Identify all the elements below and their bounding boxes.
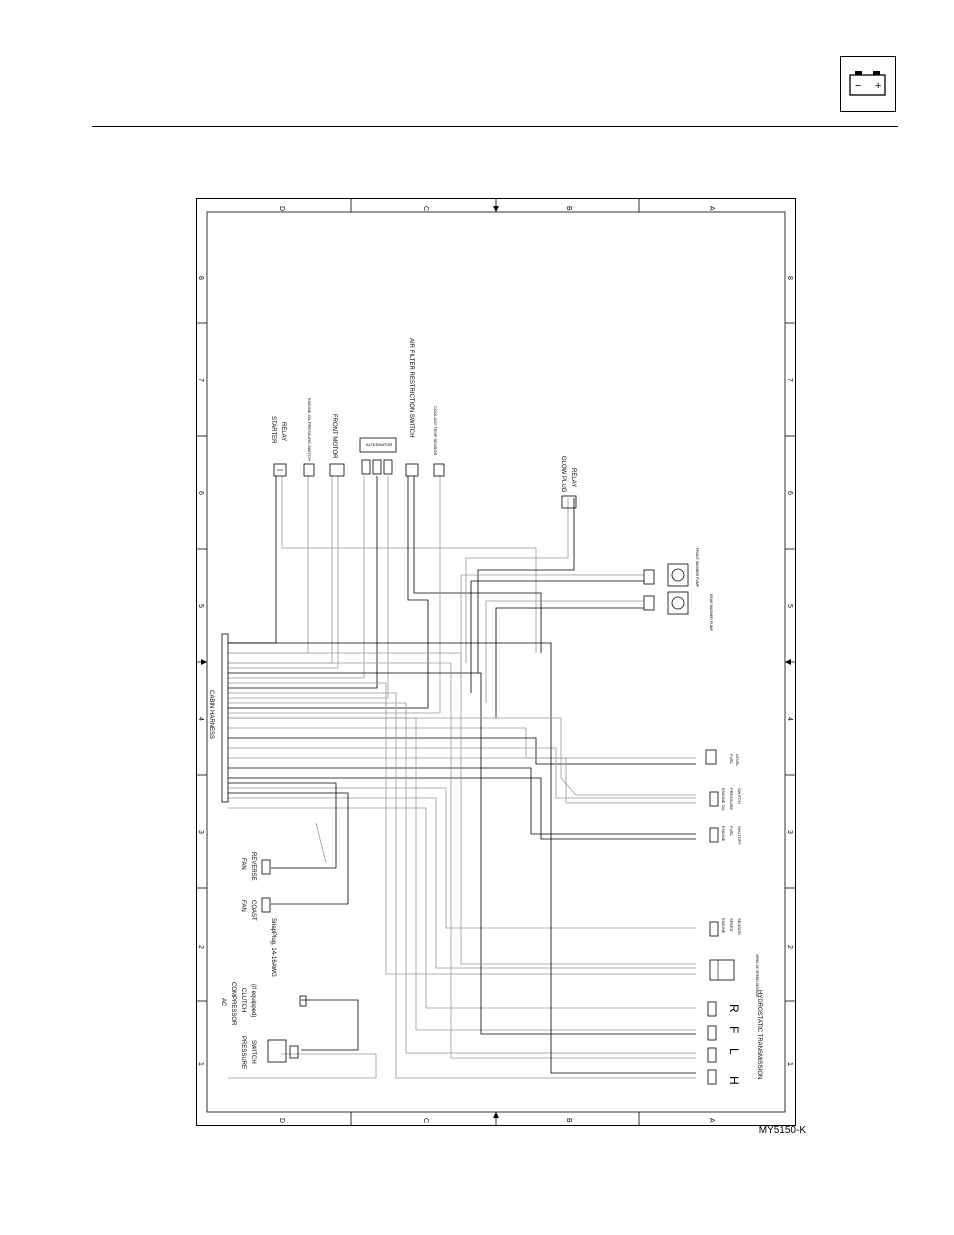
zone-letter-bottom-b: B bbox=[565, 1118, 572, 1123]
ac-clutch-label-4: (if equipped) bbox=[250, 984, 256, 1017]
zone-num-right-7: 7 bbox=[786, 378, 793, 382]
zone-num-right-1: 1 bbox=[786, 1062, 793, 1066]
zone-num-left-4: 4 bbox=[197, 717, 204, 721]
zone-letter-top-d: D bbox=[278, 206, 285, 211]
zone-letter-top-c: C bbox=[422, 206, 429, 211]
transmission-l: L bbox=[727, 1048, 741, 1055]
zone-num-left-5: 5 bbox=[197, 604, 204, 608]
zone-letter-top-b: B bbox=[565, 206, 572, 211]
transmission-r: R bbox=[727, 1004, 741, 1013]
alternator-label: ALTERNATOR bbox=[366, 442, 392, 447]
glow-plug-relay: GLOW PLUG RELAY bbox=[560, 456, 577, 509]
fan-reverse: FAN REVERSE bbox=[240, 852, 271, 881]
zone-letter-top-a: A bbox=[708, 206, 715, 211]
wiring-diagram: D C B A D C B A 1 2 3 4 5 6 7 8 1 2 3 4 … bbox=[196, 198, 796, 1126]
starter-relay: STARTER RELAY bbox=[270, 416, 287, 477]
fuel-level-label-2: LEVEL bbox=[735, 754, 740, 767]
air-filter-restriction-switch: AIR FILTER RESTRICTION SWITCH bbox=[405, 338, 419, 477]
pressure-switch-label-1: PRESSURE bbox=[240, 1036, 246, 1069]
zone-num-right-5: 5 bbox=[786, 604, 793, 608]
cabin-harness: CABIN HARNESS bbox=[208, 633, 229, 803]
fan-reverse-label-2: REVERSE bbox=[250, 852, 256, 881]
zone-center-marks bbox=[201, 206, 791, 1118]
fuel-level: FUEL LEVEL bbox=[705, 749, 740, 767]
oil-sender-label-3: SWITCH bbox=[737, 788, 742, 804]
pressure-switch-label-2: SWITCH bbox=[250, 1040, 256, 1064]
figure-code: MY5150-K bbox=[758, 1125, 806, 1136]
zone-letter-bottom-d: D bbox=[278, 1118, 285, 1123]
oil-sender-label-1: ENGINE OIL bbox=[721, 788, 726, 812]
fuel-shutoff-label-1: ENGINE bbox=[721, 826, 726, 842]
header-rule bbox=[92, 126, 898, 127]
battery-plus: + bbox=[875, 80, 881, 92]
wiring-diagram-svg: D C B A D C B A 1 2 3 4 5 6 7 8 1 2 3 4 … bbox=[196, 198, 796, 1126]
coolant-temp-sensor-label: COOLANT TEMP SENSOR bbox=[433, 406, 438, 455]
zone-num-left-7: 7 bbox=[197, 378, 204, 382]
battery-minus: − bbox=[855, 80, 861, 92]
ac-clutch-label-2: COMPRESSOR bbox=[230, 982, 236, 1026]
fuel-shutoff-label-2: FUEL bbox=[729, 826, 734, 837]
zone-num-left-2: 2 bbox=[197, 945, 204, 949]
vehicle-speed-sensor-label: VEHICLE SPEED SENSOR bbox=[755, 954, 759, 998]
coolant-temp-sensor: COOLANT TEMP SENSOR bbox=[433, 406, 445, 477]
zone-num-left-6: 6 bbox=[197, 491, 204, 495]
ac-clutch-label-3: CLUTCH bbox=[240, 988, 246, 1012]
zone-num-left-8: 8 bbox=[197, 276, 204, 280]
engine-oil-pressure-switch-label: ENGINE OIL PRESSURE SWITCH bbox=[307, 398, 312, 461]
glow-plug-relay-label-2: RELAY bbox=[570, 468, 576, 487]
front-motor-label: FRONT MOTOR bbox=[331, 414, 337, 459]
fuel-level-label-1: FUEL bbox=[729, 754, 734, 765]
hydrostatic-transmission-label: HYDROSTATIC TRANSMISSION bbox=[756, 990, 762, 1079]
zone-letter-bottom-a: A bbox=[708, 1118, 715, 1123]
engine-oil-pressure-sender: ENGINE OIL PRESSURE SWITCH bbox=[709, 788, 742, 812]
vehicle-speed-sensor: VEHICLE SPEED SENSOR bbox=[709, 954, 759, 998]
zone-num-right-2: 2 bbox=[786, 945, 793, 949]
fuel-shutoff-label-3: SHUTOFF bbox=[737, 826, 742, 845]
speed-sensor-label-3: SENSOR bbox=[737, 918, 742, 935]
fan-coast: FAN COAST bbox=[240, 897, 271, 921]
snapplug-label: SnapPlug, 14-16AWG bbox=[270, 918, 276, 977]
zone-num-right-8: 8 bbox=[786, 276, 793, 280]
ac-compressor-clutch: AC COMPRESSOR CLUTCH (if equipped) bbox=[220, 982, 307, 1026]
zone-num-left-1: 1 bbox=[197, 1062, 204, 1066]
engine-speed-sensor: ENGINE SPEED SENSOR bbox=[709, 918, 742, 937]
front-washer-pump-label: FRONT WASHER PUMP bbox=[695, 548, 699, 588]
battery-glyph: − + bbox=[849, 71, 886, 96]
front-washer-pump: FRONT WASHER PUMP bbox=[643, 548, 699, 588]
zone-letter-bottom-c: C bbox=[422, 1118, 429, 1123]
zone-num-right-4: 4 bbox=[786, 717, 793, 721]
front-motor: FRONT MOTOR bbox=[329, 414, 345, 477]
rear-washer-pump: REAR WASHER PUMP bbox=[643, 591, 713, 632]
fan-coast-label-2: COAST bbox=[250, 900, 256, 921]
engine-fuel-shutoff: ENGINE FUEL SHUTOFF bbox=[709, 826, 742, 845]
zone-num-left-3: 3 bbox=[197, 830, 204, 834]
fan-coast-label-1: FAN bbox=[240, 900, 246, 912]
starter-relay-label-1: STARTER bbox=[270, 416, 276, 444]
hydrostatic-transmission: H L F R HYDROSTATIC TRANSMISSION bbox=[707, 990, 762, 1085]
rear-washer-pump-label: REAR WASHER PUMP bbox=[709, 594, 713, 632]
engine-oil-pressure-switch: ENGINE OIL PRESSURE SWITCH bbox=[303, 398, 315, 477]
alternator: ALTERNATOR bbox=[359, 437, 397, 475]
wires bbox=[228, 476, 696, 1079]
transmission-f: F bbox=[727, 1026, 741, 1033]
battery-icon: − + bbox=[840, 56, 896, 112]
starter-relay-label-2: RELAY bbox=[280, 422, 286, 441]
transmission-h: H bbox=[727, 1076, 741, 1085]
zone-num-right-3: 3 bbox=[786, 830, 793, 834]
zone-num-right-6: 6 bbox=[786, 491, 793, 495]
oil-sender-label-2: PRESSURE bbox=[729, 788, 734, 810]
speed-sensor-label-2: SPEED bbox=[729, 918, 734, 932]
glow-plug-relay-label-1: GLOW PLUG bbox=[560, 456, 566, 493]
ac-clutch-label-1: AC bbox=[220, 998, 226, 1007]
cabin-harness-label: CABIN HARNESS bbox=[208, 690, 214, 739]
pressure-switch: PRESSURE SWITCH bbox=[240, 1036, 299, 1069]
speed-sensor-label-1: ENGINE bbox=[721, 918, 726, 934]
air-filter-restriction-switch-label: AIR FILTER RESTRICTION SWITCH bbox=[408, 338, 414, 438]
fan-reverse-label-1: FAN bbox=[240, 858, 246, 870]
